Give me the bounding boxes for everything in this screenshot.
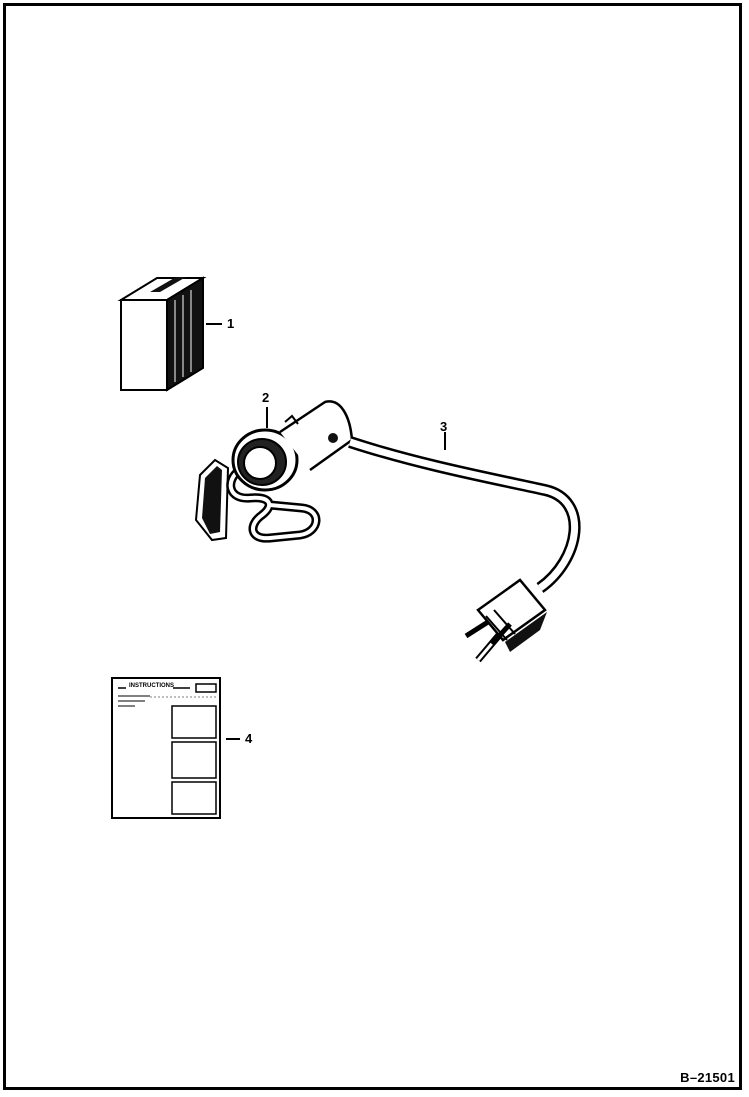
instruction-sheet-heading: INSTRUCTIONS bbox=[129, 683, 174, 689]
part-3-cord bbox=[348, 432, 581, 663]
callout-3-label: 3 bbox=[440, 419, 448, 434]
part-4-instruction-sheet bbox=[111, 677, 240, 819]
figure-id: B–21501 bbox=[680, 1070, 735, 1085]
callout-1-label: 1 bbox=[227, 316, 235, 331]
page-border bbox=[3, 3, 742, 1090]
part-1-block bbox=[117, 276, 222, 392]
callout-2-label: 2 bbox=[262, 390, 270, 405]
part-2-heater bbox=[194, 400, 354, 543]
callout-4-label: 4 bbox=[245, 731, 253, 746]
